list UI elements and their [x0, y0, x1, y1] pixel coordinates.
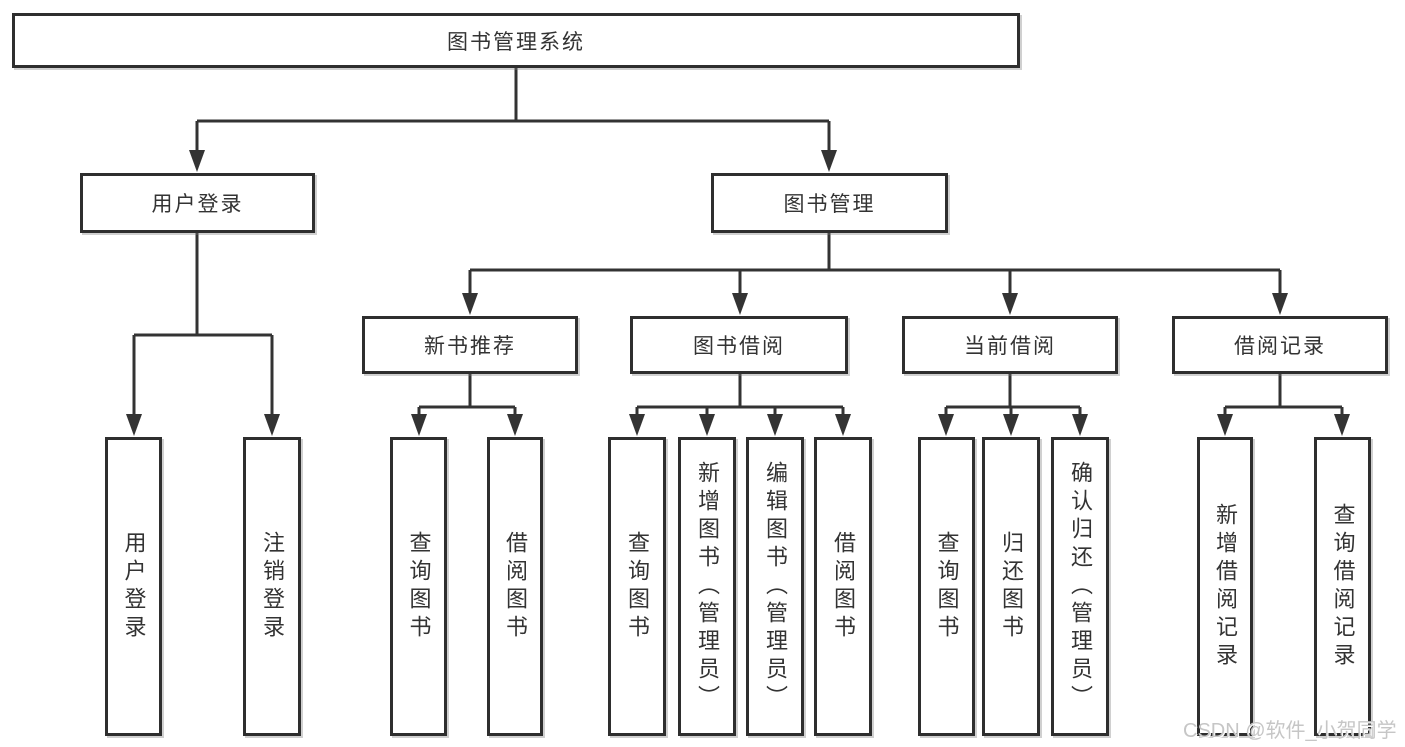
leaf-label: 新增借阅记录 — [1213, 502, 1238, 671]
leaf-label: 确认归还（管理员） — [1068, 460, 1093, 713]
node-user-login: 用户登录 — [80, 173, 315, 233]
leaf-label: 借阅图书 — [831, 530, 856, 643]
leaf-borrow-books: 借阅图书 — [487, 437, 543, 736]
leaf-confirm-return-admin: 确认归还（管理员） — [1051, 437, 1109, 736]
leaf-label: 查询图书 — [406, 530, 432, 643]
leaf-label: 借阅图书 — [503, 530, 528, 643]
node-label: 新书推荐 — [424, 335, 516, 358]
leaf-label: 查询借阅记录 — [1330, 502, 1356, 671]
node-label: 当前借阅 — [964, 335, 1056, 358]
leaf-label: 归还图书 — [999, 530, 1024, 643]
leaf-query-books: 查询图书 — [608, 437, 666, 736]
leaf-user-login: 用户登录 — [105, 437, 162, 736]
node-new-book-recommend: 新书推荐 — [362, 316, 578, 374]
leaf-add-borrow-record: 新增借阅记录 — [1197, 437, 1253, 736]
node-borrowing-records: 借阅记录 — [1172, 316, 1388, 374]
node-book-management: 图书管理 — [711, 173, 948, 233]
csdn-watermark: CSDN @软件_小贺同学 — [1183, 720, 1397, 742]
arrowheads — [126, 150, 1350, 436]
leaf-query-books: 查询图书 — [390, 437, 447, 736]
leaf-borrow-books: 借阅图书 — [814, 437, 872, 736]
node-label: 图书借阅 — [693, 335, 785, 358]
node-label: 用户登录 — [151, 193, 244, 216]
node-current-borrowing: 当前借阅 — [902, 316, 1118, 374]
leaf-label: 查询图书 — [934, 530, 960, 643]
node-label: 图书管理系统 — [447, 30, 585, 54]
node-label: 图书管理 — [783, 193, 876, 216]
leaf-query-borrow-record: 查询借阅记录 — [1314, 437, 1371, 736]
leaf-logout: 注销登录 — [243, 437, 301, 736]
leaf-return-books: 归还图书 — [982, 437, 1040, 736]
node-library-management-system: 图书管理系统 — [12, 13, 1020, 68]
leaf-label: 新增图书（管理员） — [695, 460, 720, 713]
leaf-edit-books-admin: 编辑图书（管理员） — [746, 437, 804, 736]
leaf-label: 注销登录 — [260, 530, 285, 643]
leaf-query-books: 查询图书 — [918, 437, 975, 736]
leaf-label: 编辑图书（管理员） — [763, 460, 788, 713]
node-label: 借阅记录 — [1234, 335, 1326, 358]
leaf-add-books-admin: 新增图书（管理员） — [678, 437, 736, 736]
leaf-label: 用户登录 — [121, 530, 147, 643]
node-book-borrowing: 图书借阅 — [630, 316, 848, 374]
leaf-label: 查询图书 — [625, 530, 650, 643]
tree-edges — [132, 68, 1344, 418]
